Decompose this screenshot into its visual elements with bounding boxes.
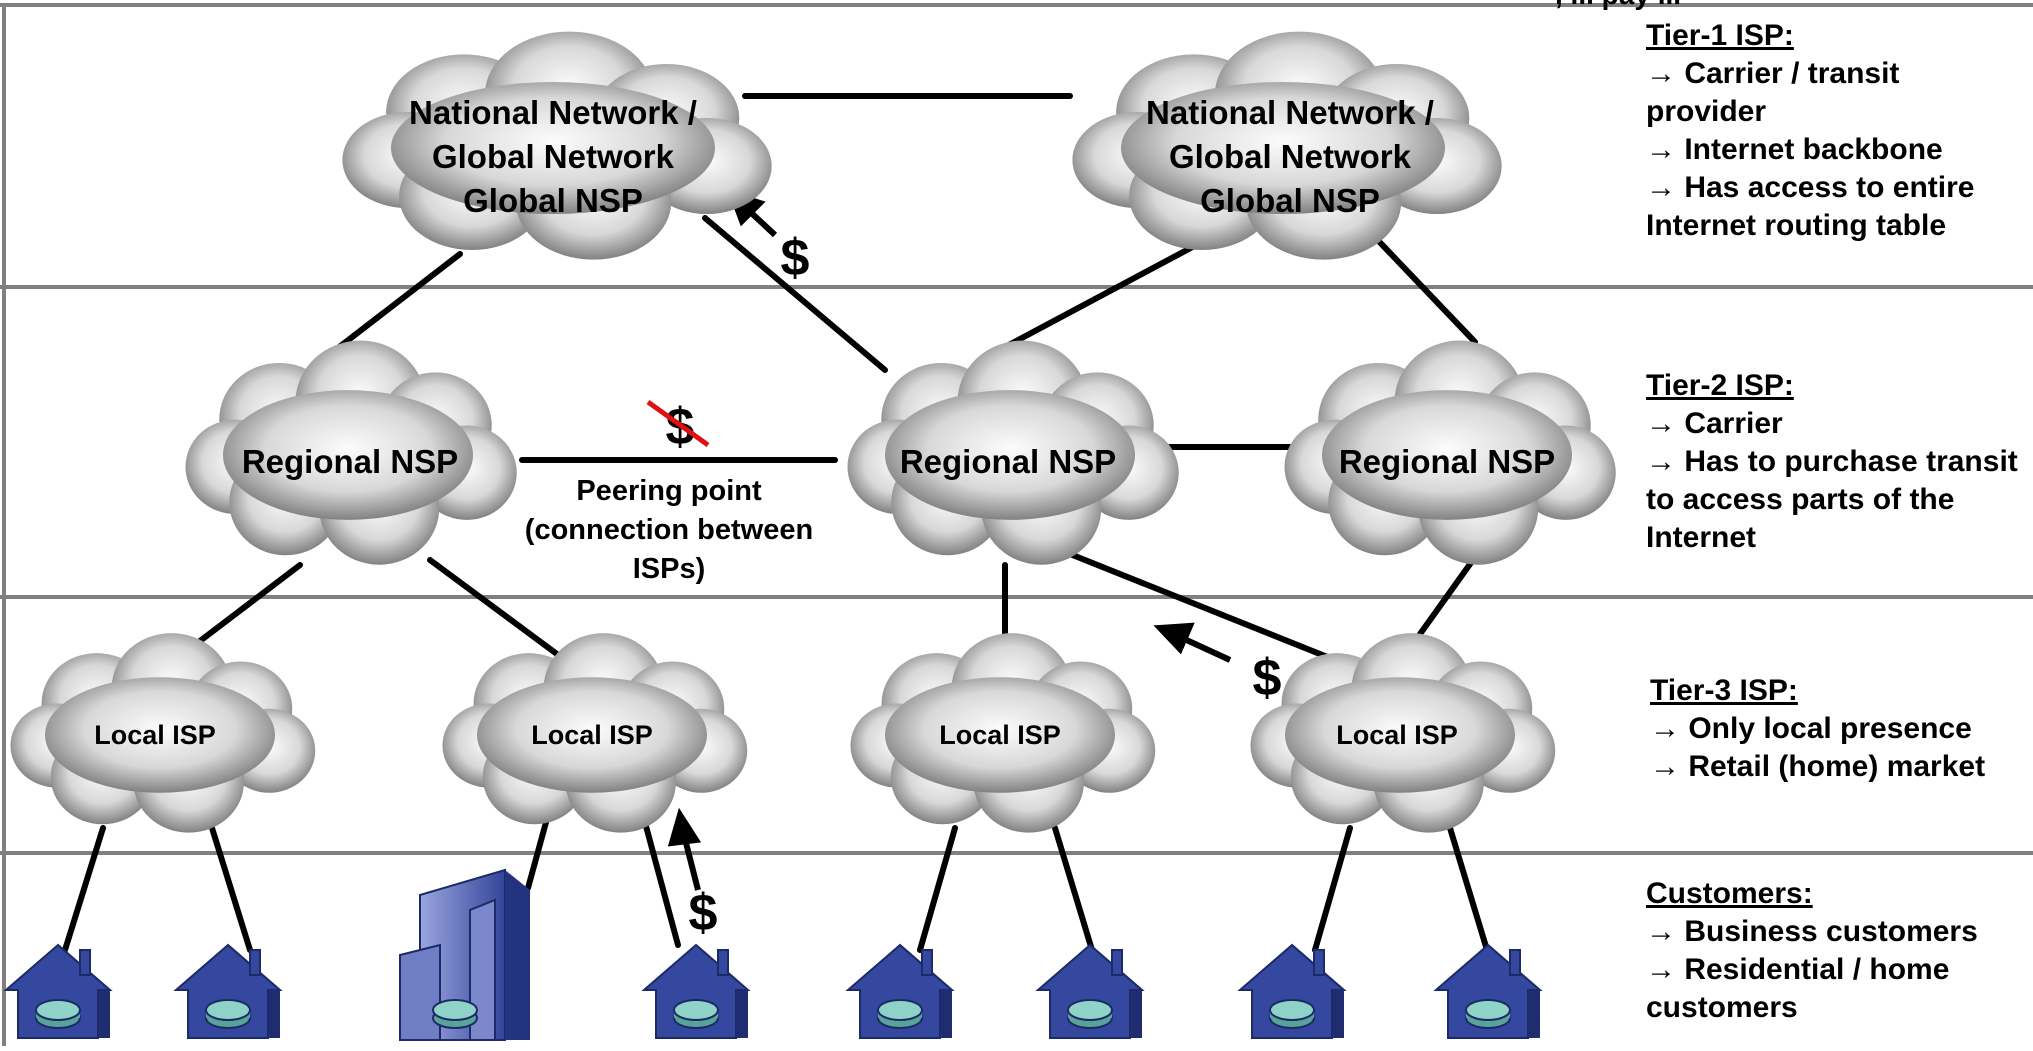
global-right-label-2: Global Network bbox=[1169, 138, 1412, 175]
svg-text:Peering point: Peering point bbox=[576, 475, 762, 507]
tier1-description: Tier-1 ISP: → Carrier / transit provider… bbox=[1646, 17, 2026, 245]
link-global-left-regional-center bbox=[702, 215, 888, 373]
house-icon bbox=[5, 944, 111, 1039]
top-cut-text: , ... pay ... bbox=[1555, 0, 1681, 14]
tier3-heading: Tier-3 ISP: bbox=[1650, 674, 1798, 707]
local-4-label: Local ISP bbox=[1336, 720, 1458, 750]
peering-label: Peering point (connection between ISPs) bbox=[525, 475, 813, 585]
link-local-3-home-4 bbox=[917, 825, 958, 953]
dollar-customer-to-tier3: $ bbox=[689, 884, 718, 942]
link-local-4-home-6 bbox=[1312, 825, 1353, 953]
customers-description: Customers: → Business customers → Reside… bbox=[1646, 875, 2026, 1027]
home-customers bbox=[5, 944, 1541, 1039]
link-global-left-regional-left bbox=[322, 251, 463, 361]
global-right-label-3: Global NSP bbox=[1200, 182, 1380, 219]
global-left-label-3: Global NSP bbox=[463, 182, 643, 219]
house-icon bbox=[1435, 944, 1541, 1039]
connections bbox=[62, 93, 1506, 953]
regional-right-label: Regional NSP bbox=[1339, 443, 1555, 480]
payment-symbols: $ $ $ $ bbox=[646, 229, 1282, 942]
tier3-description: Tier-3 ISP: → Only local presence → Reta… bbox=[1650, 672, 2030, 786]
office-building-icon bbox=[399, 868, 530, 1041]
link-global-right-regional-right bbox=[1367, 229, 1478, 345]
local-2-label: Local ISP bbox=[531, 720, 653, 750]
link-local-3-home-5 bbox=[1052, 825, 1095, 953]
tier2-description: Tier-2 ISP: → Carrier → Has to purchase … bbox=[1646, 367, 2031, 557]
svg-text:(connection between: (connection between bbox=[525, 514, 813, 546]
link-local-4-home-7 bbox=[1447, 825, 1490, 953]
house-icon bbox=[1037, 944, 1143, 1039]
global-right-label-1: National Network / bbox=[1146, 94, 1434, 131]
regional-left-label: Regional NSP bbox=[242, 443, 458, 480]
link-local-1-home-1 bbox=[62, 825, 106, 953]
link-local-2-business bbox=[525, 812, 551, 891]
customers-heading: Customers: bbox=[1646, 877, 1813, 910]
svg-text:ISPs): ISPs) bbox=[633, 553, 706, 585]
tier-separators bbox=[0, 3, 2033, 1046]
tier1-heading: Tier-1 ISP: bbox=[1646, 19, 1794, 52]
link-regional-center-local-4 bbox=[1052, 545, 1363, 673]
dollar-tier3-to-tier2: $ bbox=[1253, 649, 1282, 707]
local-3-label: Local ISP bbox=[939, 720, 1061, 750]
link-local-1-home-2 bbox=[209, 825, 253, 953]
global-left-label-1: National Network / bbox=[409, 94, 697, 131]
local-1-label: Local ISP bbox=[94, 720, 216, 750]
strike-through-icon bbox=[646, 399, 710, 448]
link-global-right-regional-center bbox=[1002, 240, 1203, 350]
cloud-labels: National Network / Global Network Global… bbox=[94, 94, 1555, 750]
tier2-heading: Tier-2 ISP: bbox=[1646, 369, 1794, 402]
house-icon bbox=[847, 944, 953, 1039]
house-icon bbox=[175, 944, 281, 1039]
global-left-label-2: Global Network bbox=[432, 138, 675, 175]
regional-center-label: Regional NSP bbox=[900, 443, 1116, 480]
link-regional-left-local-2 bbox=[427, 557, 568, 663]
link-local-2-home-3 bbox=[640, 812, 681, 948]
dollar-tier2-to-tier1: $ bbox=[781, 229, 810, 287]
house-icon bbox=[1239, 944, 1345, 1039]
house-icon bbox=[643, 944, 749, 1039]
